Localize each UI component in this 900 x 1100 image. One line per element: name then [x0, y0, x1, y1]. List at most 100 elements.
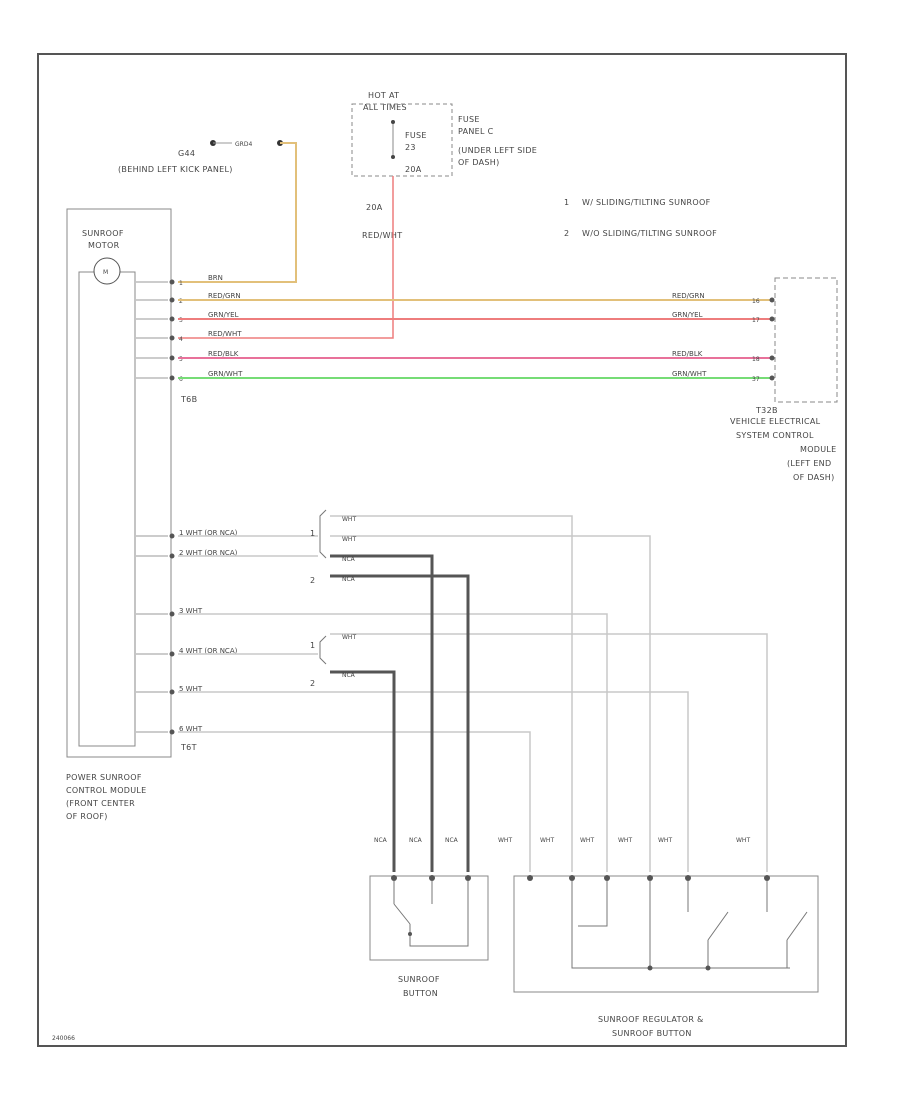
- regulator-label-line1: SUNROOF REGULATOR &: [598, 1015, 704, 1024]
- regulator-label-line2: SUNROOF BUTTON: [612, 1029, 692, 1038]
- vesc-line1: VEHICLE ELECTRICAL: [730, 417, 821, 426]
- button-label-line2: BUTTON: [403, 989, 438, 998]
- regulator-term-5: [685, 875, 691, 881]
- regulator-term-4: [647, 875, 653, 881]
- upper-pin-number: 3: [179, 317, 183, 324]
- bracket-top: [319, 509, 327, 559]
- module-line1: POWER SUNROOF: [66, 773, 142, 782]
- fuse-number: 23: [405, 143, 416, 152]
- ground-code: GRD4: [235, 141, 252, 148]
- motor-title-line2: MOTOR: [88, 241, 120, 250]
- branch-label-1: WHT: [342, 516, 356, 523]
- connector-pin-lower: [169, 729, 175, 735]
- upper-pin-number: 5: [179, 356, 183, 363]
- branch-wht-1: [330, 515, 573, 872]
- connector-pin-right: [769, 316, 775, 322]
- lower-wire-label: 1 WHT (OR NCA): [179, 529, 238, 537]
- button-term-2: [429, 875, 435, 881]
- upper-wire-color-right: RED/BLK: [672, 350, 703, 358]
- branch-wht-5: [178, 691, 689, 872]
- module-line4: OF ROOF): [66, 812, 108, 821]
- module-outline: [66, 208, 172, 758]
- branch-label-2: WHT: [342, 536, 356, 543]
- right-pin-number: 18: [752, 356, 760, 363]
- regulator-wire-1: WHT: [498, 837, 512, 844]
- motor-icon: [93, 257, 121, 285]
- button-term-1: [391, 875, 397, 881]
- connector-pin-upper: [169, 279, 175, 285]
- connector-pin-lower: [169, 689, 175, 695]
- button-wire-2: NCA: [409, 837, 423, 844]
- regulator-term-6: [764, 875, 770, 881]
- branch-label-5: WHT: [342, 634, 356, 641]
- upper-wire-color: RED/GRN: [208, 292, 241, 300]
- branch-label-4: NCA: [342, 576, 356, 583]
- branch-labels: WHT WHT NCA NCA WHT NCA 1 2 1 2: [310, 516, 356, 688]
- sunroof-button: [369, 875, 489, 961]
- connector-pin-lower: [169, 611, 175, 617]
- regulator-term-1: [527, 875, 533, 881]
- branch-nca-1: [330, 554, 434, 872]
- hot-line1: HOT AT: [368, 91, 399, 100]
- ground-id: G44: [178, 149, 195, 158]
- legend-num-2: 2: [564, 229, 569, 238]
- fuse-name: FUSE: [405, 131, 427, 140]
- fuse-panel-line4: OF DASH): [458, 158, 500, 167]
- branch-wht-2: [330, 535, 651, 872]
- lower-wire-label: 4 WHT (OR NCA): [179, 647, 238, 655]
- regulator-term-3: [604, 875, 610, 881]
- bracket-bottom: [319, 635, 327, 665]
- branch-label-3: NCA: [342, 556, 356, 563]
- vesc-line3: MODULE: [800, 445, 837, 454]
- upper-pin-number: 2: [179, 298, 183, 305]
- regulator-wire-6: WHT: [736, 837, 750, 844]
- upper-wire-color: GRN/WHT: [208, 370, 243, 378]
- connector-left-top: T6B: [180, 395, 197, 404]
- module-line2: CONTROL MODULE: [66, 786, 147, 795]
- connector-pin-upper: [169, 355, 175, 361]
- lower-wire-label: 6 WHT: [179, 725, 203, 733]
- vesc-module: T32B VEHICLE ELECTRICAL SYSTEM CONTROL M…: [730, 277, 838, 482]
- button-wire-1: NCA: [374, 837, 388, 844]
- ground-location: (BEHIND LEFT KICK PANEL): [118, 165, 233, 174]
- connector-pin-upper: [169, 375, 175, 381]
- upper-pin-number: 1: [179, 280, 183, 287]
- button-label-line1: SUNROOF: [398, 975, 440, 984]
- lower-wire-label: 5 WHT: [179, 685, 203, 693]
- connector-pin-right: [769, 375, 775, 381]
- vesc-line2: SYSTEM CONTROL: [736, 431, 814, 440]
- motor-title-line1: SUNROOF: [82, 229, 124, 238]
- regulator-outline: [513, 875, 819, 993]
- button-term-3: [465, 875, 471, 881]
- branch-wht-4: [330, 633, 768, 872]
- branch-num-2a: 2: [310, 576, 315, 585]
- upper-pin-number: 6: [179, 376, 183, 383]
- branch-num-1a: 1: [310, 529, 315, 538]
- branch-label-6: NCA: [342, 672, 356, 679]
- branch-wht-6: [178, 731, 531, 872]
- fuse-wire-color: RED/WHT: [362, 231, 402, 240]
- branch-nca-2: [330, 574, 470, 872]
- diagram-border: [37, 53, 847, 1047]
- fuse-box-outline: [351, 103, 453, 177]
- lower-wire-label: 3 WHT: [179, 607, 203, 615]
- sunroof-regulator: [513, 875, 819, 993]
- wire-brn: [178, 142, 297, 283]
- wire-fuse-feed: [178, 176, 394, 339]
- legend-text-2: W/O SLIDING/TILTING SUNROOF: [582, 229, 717, 238]
- connector-pin-lower: [169, 533, 175, 539]
- branch-num-2b: 2: [310, 679, 315, 688]
- fuse-panel-line1: FUSE: [458, 115, 480, 124]
- upper-wire-color: GRN/YEL: [208, 311, 239, 319]
- button-contact: [408, 932, 412, 936]
- regulator-wire-5: WHT: [658, 837, 672, 844]
- upper-wire-color: BRN: [208, 274, 223, 282]
- legend-num-1: 1: [564, 198, 569, 207]
- connector-pin-right: [769, 355, 775, 361]
- branch-num-1b: 1: [310, 641, 315, 650]
- connector-pin-lower: [169, 651, 175, 657]
- button-internal: [393, 881, 469, 947]
